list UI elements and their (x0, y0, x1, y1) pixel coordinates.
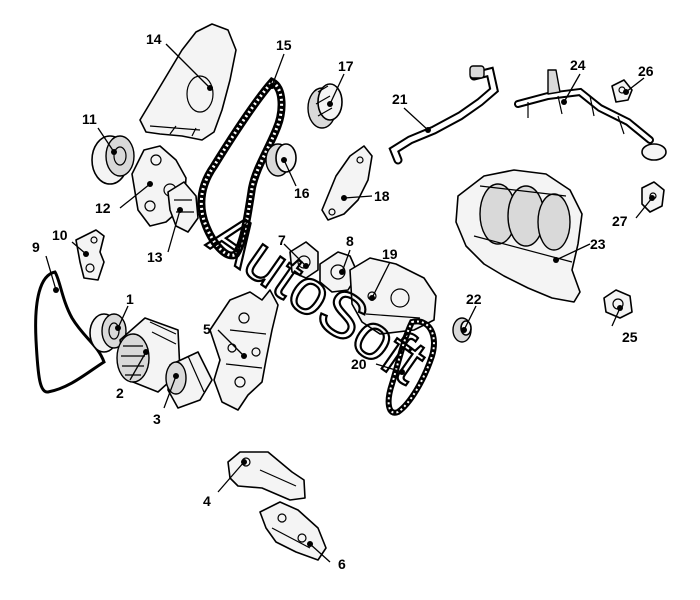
callout-11: 11 (82, 111, 97, 127)
callout-22: 22 (466, 291, 482, 307)
callout-3: 3 (153, 411, 161, 427)
small-bracket (75, 229, 105, 281)
callout-27: 27 (612, 213, 628, 229)
callout-26: 26 (638, 63, 654, 79)
rear-bracket (321, 145, 373, 221)
callout-14: 14 (146, 31, 162, 47)
coolant-pipe (388, 65, 499, 165)
leader-lines (45, 43, 655, 563)
upper-bracket (227, 451, 306, 501)
callout-8: 8 (346, 233, 354, 249)
oil-pump-chain (385, 318, 437, 416)
callout-18: 18 (374, 188, 390, 204)
belt-tensioner (167, 181, 199, 233)
callout-25: 25 (622, 329, 638, 345)
throttle-gasket (603, 289, 633, 319)
callout-12: 12 (95, 200, 111, 216)
callout-16: 16 (294, 185, 310, 201)
camshaft-pulley (265, 143, 297, 177)
callout-9: 9 (32, 239, 40, 255)
callout-5: 5 (203, 321, 211, 337)
callout-4: 4 (203, 493, 211, 509)
alternator (116, 317, 181, 393)
callout-20: 20 (351, 356, 367, 372)
callout-10: 10 (52, 227, 68, 243)
callout-7: 7 (278, 232, 286, 248)
callout-23: 23 (590, 236, 606, 252)
pressure-regulator (611, 79, 633, 103)
callout-19: 19 (382, 246, 398, 262)
accessory-belt (34, 270, 106, 394)
callout-1: 1 (126, 291, 134, 307)
lower-bracket (259, 501, 327, 561)
intake-manifold (455, 169, 583, 303)
callout-6: 6 (338, 556, 346, 572)
callout-2: 2 (116, 385, 124, 401)
coolant-housing (349, 257, 437, 335)
fuel-rail (514, 69, 667, 161)
timing-belt-cover (139, 23, 237, 141)
callout-21: 21 (392, 91, 408, 107)
timing-belt (197, 77, 286, 260)
engine-mounting-bracket (209, 289, 279, 411)
callout-17: 17 (338, 58, 354, 74)
callout-15: 15 (276, 37, 292, 53)
callout-24: 24 (570, 57, 586, 73)
idler-pulley (91, 135, 135, 185)
callout-13: 13 (147, 249, 163, 265)
